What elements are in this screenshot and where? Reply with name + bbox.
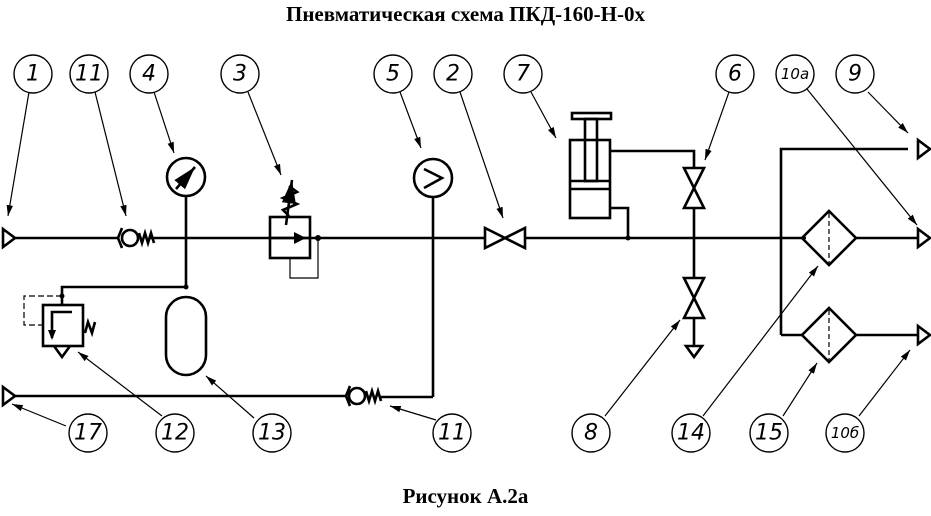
svg-text:14: 14 (677, 421, 705, 446)
svg-text:3: 3 (233, 62, 247, 87)
svg-text:10а: 10а (781, 65, 809, 83)
filter-upper-icon (800, 209, 931, 267)
callout-10a: 10а (775, 54, 815, 94)
callout-13: 13 (252, 413, 292, 453)
svg-text:1: 1 (26, 62, 40, 87)
drain-valve-icon (23, 295, 97, 360)
shutoff-valve-upper-icon (681, 166, 707, 278)
callout-6: 6 (715, 54, 755, 94)
svg-text:5: 5 (386, 62, 400, 87)
svg-text:13: 13 (258, 421, 286, 446)
callout-5: 5 (373, 54, 413, 94)
callout-12: 12 (155, 413, 195, 453)
svg-text:11: 11 (438, 421, 466, 446)
callout-11-top: 11 (69, 54, 109, 94)
outlet-manifold (779, 147, 908, 337)
return-line (1, 384, 433, 408)
cylinder-actuator-icon (568, 111, 696, 241)
callout-17: 17 (68, 413, 108, 453)
callout-14: 14 (671, 413, 711, 453)
outlet-port-top-icon (916, 137, 931, 161)
svg-text:11: 11 (75, 62, 103, 87)
svg-text:17: 17 (74, 421, 102, 446)
callout-3: 3 (220, 54, 260, 94)
shutoff-valve-icon (483, 225, 527, 251)
callout-8: 8 (571, 413, 611, 453)
callout-11-bottom: 11 (432, 413, 472, 453)
figure-caption: Рисунок А.2а (402, 484, 529, 508)
svg-text:2: 2 (446, 62, 460, 87)
callout-9: 9 (835, 54, 875, 94)
inlet-port-icon (1, 226, 18, 250)
pressure-switch-icon (412, 157, 454, 397)
svg-text:12: 12 (161, 421, 189, 446)
callout-10b: 10б (825, 413, 865, 453)
callout-4: 4 (129, 54, 169, 94)
callout-2: 2 (433, 54, 473, 94)
svg-text:15: 15 (755, 421, 783, 446)
receiver-branch (59, 284, 189, 305)
pressure-gauge-icon (165, 156, 207, 287)
check-valve-icon (116, 227, 156, 249)
receiver-tank-icon (164, 295, 208, 377)
shutoff-valve-lower-icon (681, 276, 707, 360)
callout-15: 15 (749, 413, 789, 453)
filter-lower-icon (800, 306, 931, 364)
svg-text:8: 8 (584, 421, 598, 446)
svg-text:9: 9 (848, 62, 862, 87)
svg-text:7: 7 (516, 62, 530, 87)
svg-text:6: 6 (728, 62, 742, 87)
callout-7: 7 (503, 54, 543, 94)
diagram-title: Пневматическая схема ПКД-160-Н-0х (286, 2, 645, 26)
leader-lines (6, 88, 918, 427)
relief-valve-icon (268, 179, 321, 279)
svg-text:4: 4 (142, 62, 156, 87)
callout-1: 1 (13, 54, 53, 94)
svg-text:10б: 10б (831, 424, 859, 442)
